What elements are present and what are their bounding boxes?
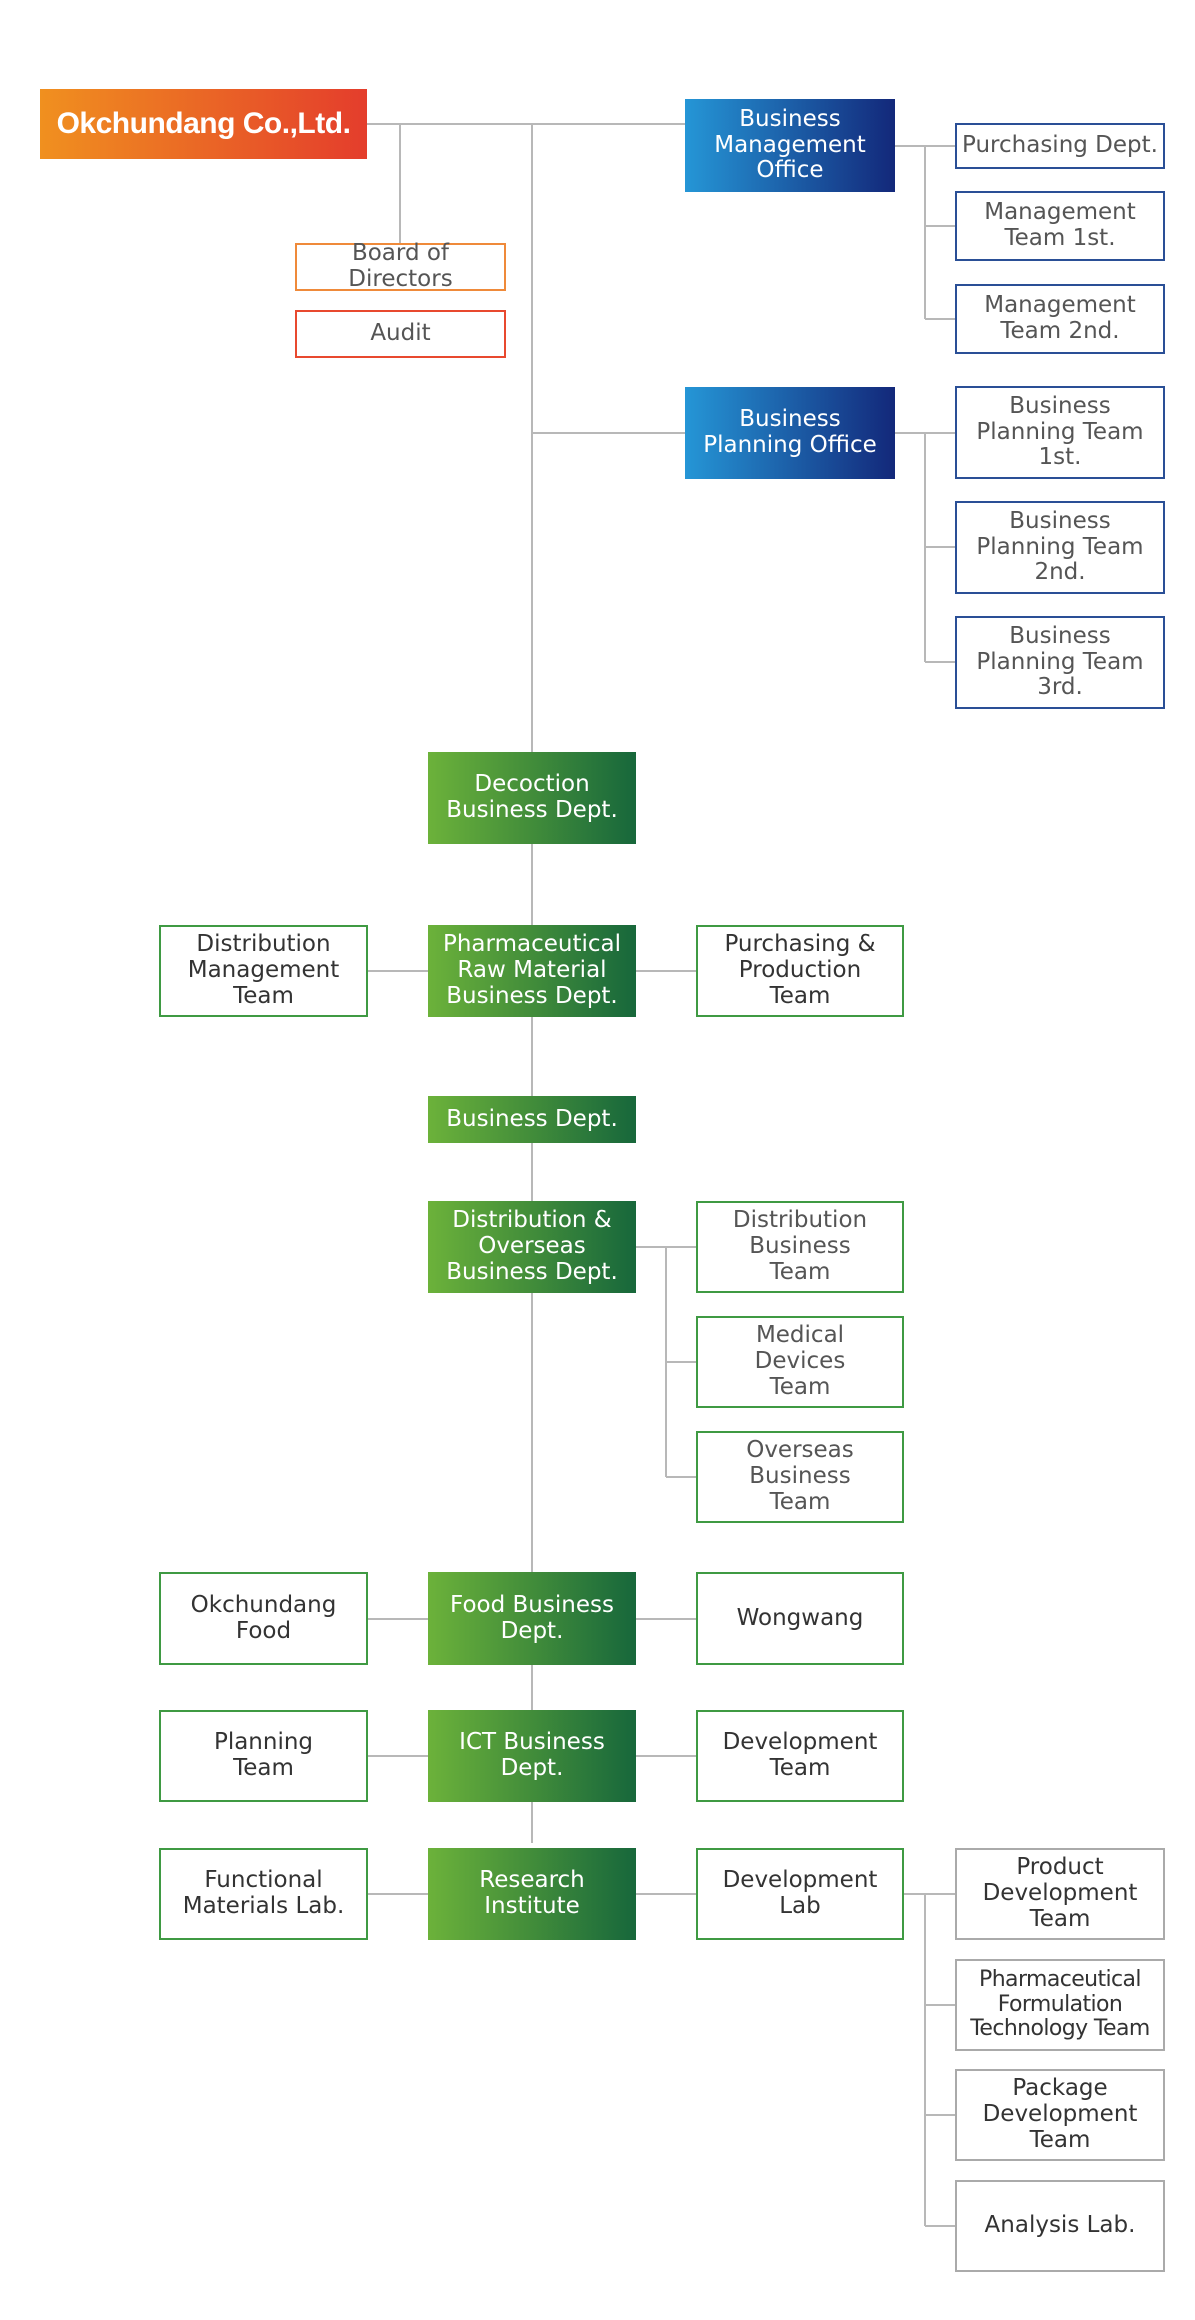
management-team-2-label: Management Team 2nd. xyxy=(984,292,1136,344)
purchasing-dept-box: Purchasing Dept. xyxy=(955,123,1165,169)
business-dept-box: Business Dept. xyxy=(428,1096,636,1143)
distribution-overseas-dept-box: Distribution & Overseas Business Dept. xyxy=(428,1201,636,1293)
research-institute-label: Research Institute xyxy=(479,1867,585,1919)
planning-team-label: Planning Team xyxy=(213,1729,314,1781)
business-management-office-label: Business Management Office xyxy=(714,105,866,184)
distribution-business-team-label: Distribution Business Team xyxy=(732,1207,868,1285)
product-development-team-label: Product Development Team xyxy=(982,1854,1138,1932)
business-planning-office-box: Business Planning Office xyxy=(685,387,895,479)
purchasing-production-team-label: Purchasing & Production Team xyxy=(724,931,876,1009)
distribution-business-team-box: Distribution Business Team xyxy=(696,1201,904,1293)
distribution-overseas-dept-label: Distribution & Overseas Business Dept. xyxy=(446,1207,618,1285)
medical-devices-team-box: Medical Devices Team xyxy=(696,1316,904,1408)
analysis-lab-box: Analysis Lab. xyxy=(955,2180,1165,2272)
functional-materials-lab-box: Functional Materials Lab. xyxy=(159,1848,368,1940)
business-planning-team-2-box: Business Planning Team 2nd. xyxy=(955,501,1165,594)
functional-materials-lab-label: Functional Materials Lab. xyxy=(182,1867,345,1919)
pharmaceutical-raw-material-dept-label: Pharmaceutical Raw Material Business Dep… xyxy=(442,931,621,1009)
decoction-business-dept-box: Decoction Business Dept. xyxy=(428,752,636,844)
business-planning-team-1-label: Business Planning Team 1st. xyxy=(976,392,1144,471)
pharmaceutical-formulation-team-box: Pharmaceutical Formulation Technology Te… xyxy=(955,1959,1165,2051)
development-lab-box: Development Lab xyxy=(696,1848,904,1940)
okchundang-food-box: Okchundang Food xyxy=(159,1572,368,1665)
analysis-lab-label: Analysis Lab. xyxy=(984,2212,1136,2239)
development-lab-label: Development Lab xyxy=(722,1867,878,1919)
pharmaceutical-raw-material-dept-box: Pharmaceutical Raw Material Business Dep… xyxy=(428,925,636,1017)
business-planning-team-3-label: Business Planning Team 3rd. xyxy=(976,622,1144,701)
business-planning-team-3-box: Business Planning Team 3rd. xyxy=(955,616,1165,709)
management-team-1-box: Management Team 1st. xyxy=(955,191,1165,261)
medical-devices-team-label: Medical Devices Team xyxy=(754,1322,846,1400)
decoction-business-dept-label: Decoction Business Dept. xyxy=(446,771,618,823)
package-development-team-box: Package Development Team xyxy=(955,2069,1165,2161)
business-management-office-box: Business Management Office xyxy=(685,99,895,192)
audit-box: Audit xyxy=(295,310,506,358)
development-team-box: Development Team xyxy=(696,1710,904,1802)
planning-team-box: Planning Team xyxy=(159,1710,368,1802)
research-institute-box: Research Institute xyxy=(428,1848,636,1940)
okchundang-food-label: Okchundang Food xyxy=(190,1591,337,1644)
overseas-business-team-label: Overseas Business Team xyxy=(746,1437,854,1515)
purchasing-dept-label: Purchasing Dept. xyxy=(962,132,1158,159)
business-planning-office-label: Business Planning Office xyxy=(703,406,877,458)
management-team-2-box: Management Team 2nd. xyxy=(955,284,1165,354)
purchasing-production-team-box: Purchasing & Production Team xyxy=(696,925,904,1017)
ict-business-dept-box: ICT Business Dept. xyxy=(428,1710,636,1802)
board-of-directors-label: Board of Directors xyxy=(348,240,453,292)
audit-label: Audit xyxy=(370,320,431,347)
business-planning-team-1-box: Business Planning Team 1st. xyxy=(955,386,1165,479)
business-planning-team-2-label: Business Planning Team 2nd. xyxy=(976,507,1144,586)
business-dept-label: Business Dept. xyxy=(446,1105,618,1132)
food-business-dept-label: Food Business Dept. xyxy=(450,1591,614,1644)
pharmaceutical-formulation-team-label: Pharmaceutical Formulation Technology Te… xyxy=(970,1967,1150,2042)
development-team-label: Development Team xyxy=(722,1729,878,1781)
overseas-business-team-box: Overseas Business Team xyxy=(696,1431,904,1523)
ict-business-dept-label: ICT Business Dept. xyxy=(459,1729,605,1781)
distribution-management-team-label: Distribution Management Team xyxy=(187,931,340,1009)
management-team-1-label: Management Team 1st. xyxy=(984,199,1136,251)
food-business-dept-box: Food Business Dept. xyxy=(428,1572,636,1665)
company-root-box: Okchundang Co.,Ltd. xyxy=(40,89,367,159)
board-of-directors-box: Board of Directors xyxy=(295,240,506,292)
distribution-management-team-box: Distribution Management Team xyxy=(159,925,368,1017)
company-name: Okchundang Co.,Ltd. xyxy=(56,107,351,141)
wongwang-box: Wongwang xyxy=(696,1572,904,1665)
package-development-team-label: Package Development Team xyxy=(982,2075,1138,2153)
product-development-team-box: Product Development Team xyxy=(955,1848,1165,1940)
wongwang-label: Wongwang xyxy=(736,1604,864,1631)
